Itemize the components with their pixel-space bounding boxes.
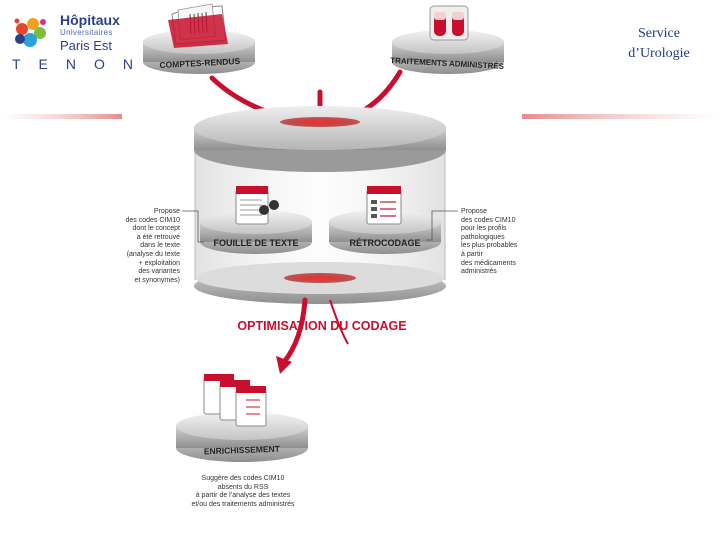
note-connectors <box>182 210 458 243</box>
module-disc-retrocodage <box>329 210 441 254</box>
logo-line-2: Universitaires <box>60 28 113 37</box>
divider-line-left <box>0 114 122 119</box>
label-retrocodage: RÉTROCODAGE <box>349 238 420 248</box>
folder-icon <box>168 3 228 48</box>
note-line: dont le concept <box>132 225 180 233</box>
note-line: et synonymes) <box>134 276 180 284</box>
divider-line-right <box>522 114 720 119</box>
note-retrocodage: Propose des codes CIM10 pour les profils… <box>461 208 531 277</box>
note-line: (analyse du texte <box>126 250 180 258</box>
document-binoculars-icon <box>235 186 279 225</box>
blood-bag-icon <box>429 5 469 41</box>
label-fouille-de-texte: FOUILLE DE TEXTE <box>213 238 298 248</box>
note-line: à partir <box>461 250 483 258</box>
note-enrichissement: Suggère des codes CIM10 absents du RSS à… <box>178 475 308 509</box>
hospital-logo-icon <box>14 18 46 47</box>
note-line: et/ou des traitements administrés <box>191 500 295 508</box>
note-line: pathologiques <box>461 233 505 241</box>
code-document-icon <box>366 186 402 225</box>
service-line-2: d’Urologie <box>628 46 690 61</box>
note-line: + exploitation <box>138 259 180 267</box>
logo-line-3: Paris Est <box>60 38 113 53</box>
note-line: Propose <box>461 208 488 215</box>
note-line: des codes CIM10 <box>461 216 516 224</box>
label-comptes-rendus: COMPTES-RENDUS <box>159 56 240 70</box>
note-line: absents du RSS <box>217 483 269 491</box>
hospital-name: Hôpitaux Universitaires Paris Est <box>60 12 120 53</box>
note-line: a été retrouvé <box>136 233 180 241</box>
note-line: Propose <box>153 208 180 215</box>
note-line: des variantes <box>138 268 180 276</box>
label-enrichissement: ENRICHISSEMENT <box>204 444 281 457</box>
input-disc-traitements <box>392 30 504 74</box>
note-line: les plus probables <box>461 242 518 250</box>
note-line: pour les profils <box>461 225 507 233</box>
input-disc-comptes-rendus <box>143 30 255 74</box>
note-line: des codes CIM10 <box>125 216 180 224</box>
main-container-cylinder <box>194 106 446 304</box>
note-line: à partir de l’analyse des textes <box>195 492 291 500</box>
service-title: Service d’Urologie <box>604 24 714 64</box>
output-arrow-icon <box>276 297 349 374</box>
note-line: administrés <box>461 268 497 276</box>
diagram-main-title: OPTIMISATION DU CODAGE <box>237 319 406 333</box>
service-line-1: Service <box>638 26 680 41</box>
stacked-documents-icon <box>203 374 267 427</box>
note-fouille: Propose des codes CIM10 dont le concept … <box>112 208 180 285</box>
note-line: Suggère des codes CIM10 <box>201 475 285 482</box>
note-line: des médicaments <box>461 259 516 267</box>
hospital-site-name: TENON <box>12 56 151 72</box>
output-disc-enrichissement <box>176 412 308 462</box>
note-line: dans le texte <box>140 242 180 250</box>
logo-line-1: Hôpitaux <box>60 12 120 28</box>
